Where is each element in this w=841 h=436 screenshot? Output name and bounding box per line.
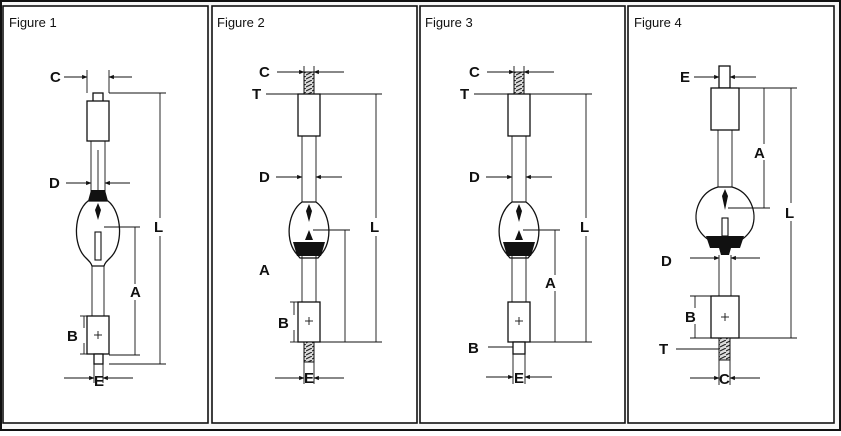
figure-4-label-e: E [680, 69, 690, 86]
figure-3-label-l: L [580, 219, 589, 236]
figure-4-label-d: D [661, 253, 672, 270]
figure-4-label-b: B [685, 309, 696, 326]
figure-2-lamp [288, 71, 330, 363]
figure-3-label-t: T [460, 86, 469, 103]
figure-3-label-d: D [469, 169, 480, 186]
figure-2-title: Figure 2 [217, 15, 265, 30]
figure-3-title: Figure 3 [425, 15, 473, 30]
figure-2-label-a: A [259, 262, 270, 279]
figure-1-label-l: L [154, 219, 163, 236]
figure-4-lamp [695, 65, 755, 361]
figure-1-label-b: B [67, 328, 78, 345]
figure-1-lamp [75, 92, 121, 365]
figure-1-title: Figure 1 [9, 15, 57, 30]
figure-4-label-a: A [754, 145, 765, 162]
figure-2-label-l: L [370, 219, 379, 236]
figure-2-label-b: B [278, 315, 289, 332]
figure-3-label-a: A [545, 275, 556, 292]
figure-1-label-d: D [49, 175, 60, 192]
figure-4-dimensions: E L A D B T C [659, 69, 797, 388]
figure-3: Figure 3 C T D [425, 15, 592, 387]
figure-3-label-b: B [468, 340, 479, 357]
figure-4-label-c: C [719, 371, 730, 388]
figure-1-dark-collar [88, 190, 108, 201]
figure-2: Figure 2 C T D [217, 15, 382, 387]
figure-4: Figure 4 E L [634, 15, 797, 388]
figure-1-dimensions: C D L A B E [49, 69, 166, 390]
figure-1-label-c: C [50, 69, 61, 86]
figure-2-label-e: E [304, 370, 314, 387]
figure-4-label-l: L [785, 205, 794, 222]
figure-3-dark-collar [503, 242, 535, 256]
figure-4-label-t: T [659, 341, 668, 358]
figure-1: Figure 1 C D [9, 15, 166, 390]
figure-4-dark-collar [706, 236, 744, 248]
figure-2-label-c: C [259, 64, 270, 81]
figure-1-label-a: A [130, 284, 141, 301]
figure-3-label-e: E [514, 370, 524, 387]
figure-3-label-c: C [469, 64, 480, 81]
figure-2-dark-collar [293, 242, 325, 256]
figure-1-label-e: E [94, 373, 104, 390]
figure-4-title: Figure 4 [634, 15, 682, 30]
figure-2-dimensions: C T D L A B E [252, 64, 382, 387]
figure-2-label-d: D [259, 169, 270, 186]
figure-3-dimensions: C T D L A B E [460, 64, 592, 387]
figure-2-label-t: T [252, 86, 261, 103]
figure-3-lamp [498, 71, 540, 355]
